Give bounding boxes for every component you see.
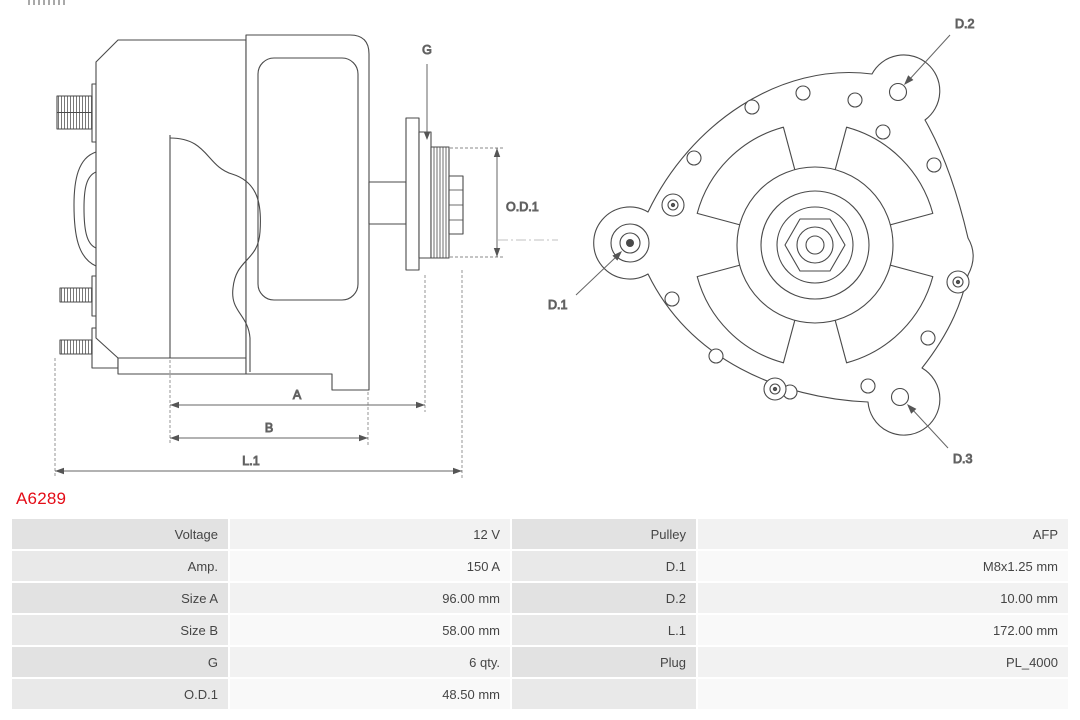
through-bolts: [661, 193, 970, 401]
spec-label: L.1: [512, 615, 696, 645]
spec-label: [512, 679, 696, 709]
table-row: Size B 58.00 mm L.1 172.00 mm: [12, 615, 1068, 645]
table-row: G 6 qty. Plug PL_4000: [12, 647, 1068, 677]
spec-label: D.1: [512, 551, 696, 581]
spec-label: D.2: [512, 583, 696, 613]
spec-value: M8x1.25 mm: [698, 551, 1068, 581]
spec-value: 48.50 mm: [230, 679, 510, 709]
spec-value: [698, 679, 1068, 709]
spec-table: Voltage 12 V Pulley AFP Amp. 150 A D.1 M…: [10, 517, 1070, 711]
dim-label-b: B: [265, 421, 273, 435]
center-hub: [736, 166, 894, 324]
dim-label-d1: D.1: [548, 298, 568, 312]
spec-value: AFP: [698, 519, 1068, 549]
dim-label-a: A: [293, 388, 302, 402]
spec-label: Amp.: [12, 551, 228, 581]
dimension-a: [170, 401, 425, 409]
spec-value: 6 qty.: [230, 647, 510, 677]
spec-label: Size A: [12, 583, 228, 613]
table-row: Amp. 150 A D.1 M8x1.25 mm: [12, 551, 1068, 581]
alternator-side-view: [56, 34, 464, 391]
table-row: Size A 96.00 mm D.2 10.00 mm: [12, 583, 1068, 613]
dim-label-d3: D.3: [953, 452, 973, 466]
spec-label: Size B: [12, 615, 228, 645]
spec-label: O.D.1: [12, 679, 228, 709]
dim-label-g: G: [422, 43, 432, 57]
dim-label-od1: O.D.1: [506, 200, 539, 214]
dim-label-l1: L.1: [242, 454, 259, 468]
leader-d2: [904, 34, 951, 85]
vent-slots: [696, 126, 934, 364]
spec-value: 96.00 mm: [230, 583, 510, 613]
shaft: [368, 181, 407, 225]
spec-value: 10.00 mm: [698, 583, 1068, 613]
spec-label: G: [12, 647, 228, 677]
corner-mark: [28, 0, 68, 5]
leader-d3: [907, 404, 949, 449]
dimension-od1: [493, 148, 501, 257]
spec-value: PL_4000: [698, 647, 1068, 677]
technical-drawing: G O.D.1 A B L.1 D.1 D.2 D.3: [54, 17, 975, 478]
leader-d1: [575, 251, 622, 296]
dim-label-d2: D.2: [955, 17, 975, 31]
spec-value: 58.00 mm: [230, 615, 510, 645]
dimension-l1: [55, 467, 462, 475]
table-row: Voltage 12 V Pulley AFP: [12, 519, 1068, 549]
dimension-g: [423, 64, 431, 140]
alternator-rear-view: [593, 54, 974, 436]
spec-value: 150 A: [230, 551, 510, 581]
spec-value: 172.00 mm: [698, 615, 1068, 645]
part-number: A6289: [16, 489, 67, 508]
vent-holes: [664, 85, 942, 400]
spec-label: Voltage: [12, 519, 228, 549]
spec-label: Plug: [512, 647, 696, 677]
threaded-stud: [56, 95, 93, 355]
dimension-annotations: G O.D.1 A B L.1 D.1 D.2 D.3: [54, 17, 975, 478]
spec-label: Pulley: [512, 519, 696, 549]
dimension-b: [170, 434, 368, 442]
table-row: O.D.1 48.50 mm: [12, 679, 1068, 709]
pulley: [405, 117, 464, 271]
extension-lines: [54, 147, 504, 478]
spec-value: 12 V: [230, 519, 510, 549]
